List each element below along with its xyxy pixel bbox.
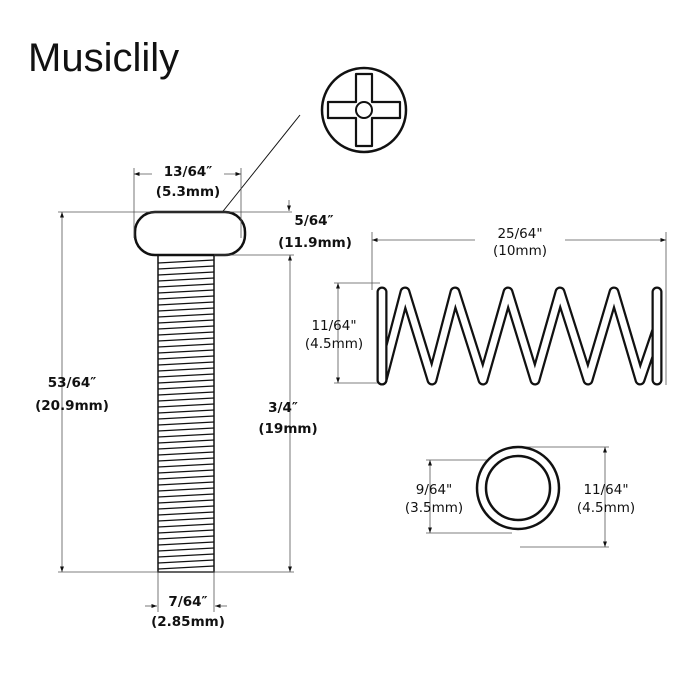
head-height-inch: 5/64″ — [294, 213, 334, 229]
washer-drawing — [475, 445, 561, 531]
head-width-inch: 13/64″ — [163, 164, 213, 180]
washer-outer-mm: (4.5mm) — [576, 500, 636, 516]
head-width-mm: (5.3mm) — [155, 184, 221, 200]
spring-diameter-inch: 11/64" — [311, 318, 357, 334]
washer-outer-inch: 11/64" — [583, 482, 629, 498]
shaft-diameter-inch: 7/64″ — [168, 594, 208, 610]
screw-head-top-view — [320, 66, 408, 154]
total-length-mm: (20.9mm) — [35, 398, 109, 414]
head-height-mm: (11.9mm) — [278, 235, 352, 251]
shaft-diameter-mm: (2.85mm) — [151, 614, 225, 630]
spring-length-mm: (10mm) — [492, 243, 548, 259]
shaft-length-inch: 3/4″ — [268, 400, 298, 416]
washer-inner-inch: 9/64" — [415, 482, 453, 498]
total-length-inch: 53/64″ — [47, 375, 97, 391]
shaft-length-mm: (19mm) — [258, 421, 318, 437]
spring-length-inch: 25/64" — [497, 226, 543, 242]
spring-diameter-mm: (4.5mm) — [304, 336, 364, 352]
screw-drawing — [133, 210, 247, 573]
dimension-lines — [58, 168, 667, 612]
brand-logo: Musiclily — [28, 36, 180, 80]
spring-drawing — [376, 286, 663, 386]
washer-inner-mm: (3.5mm) — [404, 500, 464, 516]
